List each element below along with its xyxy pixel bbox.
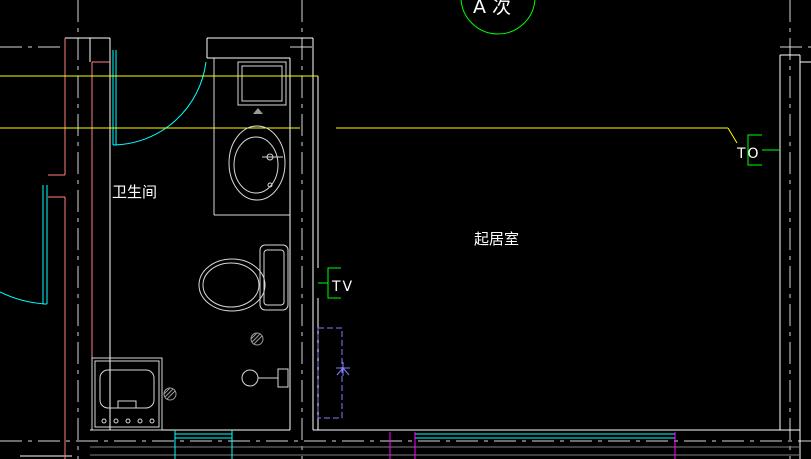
drain-hatch bbox=[253, 335, 263, 345]
washer-panel bbox=[94, 360, 160, 428]
toilet bbox=[198, 244, 289, 312]
floor-drain-icon bbox=[250, 332, 264, 346]
tv-outlet-symbol: TV bbox=[318, 267, 354, 299]
sink-basin bbox=[228, 125, 286, 201]
cabinet bbox=[317, 327, 350, 419]
tv-outlet-label: TV bbox=[331, 279, 354, 295]
toilet-tank-inner bbox=[263, 249, 285, 306]
washer-body bbox=[91, 357, 163, 431]
washer-knob-icon bbox=[137, 418, 143, 424]
exhaust-vent bbox=[237, 61, 287, 106]
washer-knob-icon bbox=[101, 418, 107, 424]
cabinet-mark bbox=[342, 367, 350, 376]
room-label-living: 起居室 bbox=[474, 230, 519, 248]
door-swing-arc bbox=[0, 291, 46, 305]
floor-drain-symbol bbox=[250, 332, 264, 346]
data-outlet-label: TO bbox=[736, 146, 761, 162]
shower-head-icon bbox=[241, 369, 259, 387]
drain-hatch bbox=[163, 387, 171, 395]
floor-drain-icon bbox=[163, 387, 177, 401]
toilet-bowl bbox=[198, 258, 266, 312]
drain-hatch bbox=[166, 390, 176, 400]
left-door bbox=[0, 185, 48, 305]
washer-knob-icon bbox=[125, 418, 131, 424]
vanity-sink bbox=[213, 58, 290, 216]
vent-inner bbox=[241, 65, 283, 102]
grid-bubble: A 次 bbox=[460, 0, 536, 35]
shower-valve bbox=[241, 368, 289, 388]
partitions bbox=[48, 38, 110, 459]
drain-icon bbox=[267, 182, 273, 188]
wiring bbox=[0, 75, 738, 144]
cabinet-outline bbox=[317, 327, 343, 419]
walls bbox=[20, 37, 811, 459]
drain-hatch bbox=[250, 332, 258, 340]
sink-bowl bbox=[233, 136, 279, 194]
cabinet-mark bbox=[336, 367, 344, 376]
outlet-bracket bbox=[747, 134, 762, 166]
toilet-seat bbox=[202, 262, 260, 308]
data-outlet-symbol: TO bbox=[736, 134, 780, 166]
floor-drain-symbol bbox=[163, 387, 177, 401]
grid-bubble-label: A 次 bbox=[473, 0, 511, 18]
washer-knob-icon bbox=[149, 418, 155, 424]
shower-mixer bbox=[277, 368, 289, 388]
toilet-tank bbox=[259, 244, 289, 311]
drain-hatch bbox=[164, 388, 174, 398]
washer-handle bbox=[117, 400, 137, 409]
vent-outline bbox=[237, 61, 287, 106]
bathroom-door bbox=[112, 50, 207, 146]
door-swing-arc bbox=[112, 61, 207, 146]
drain-hatch bbox=[251, 333, 261, 343]
room-label-bathroom: 卫生间 bbox=[112, 183, 157, 201]
washer-knob-icon bbox=[113, 418, 119, 424]
windows bbox=[174, 430, 675, 459]
sill-lines bbox=[90, 446, 800, 456]
mirror-marker-icon bbox=[253, 108, 263, 114]
window-frames bbox=[389, 432, 676, 459]
washer-drum bbox=[99, 369, 155, 409]
wire-line bbox=[727, 127, 738, 144]
grid-bubble-circle bbox=[460, 0, 536, 35]
washing-machine bbox=[91, 357, 163, 431]
